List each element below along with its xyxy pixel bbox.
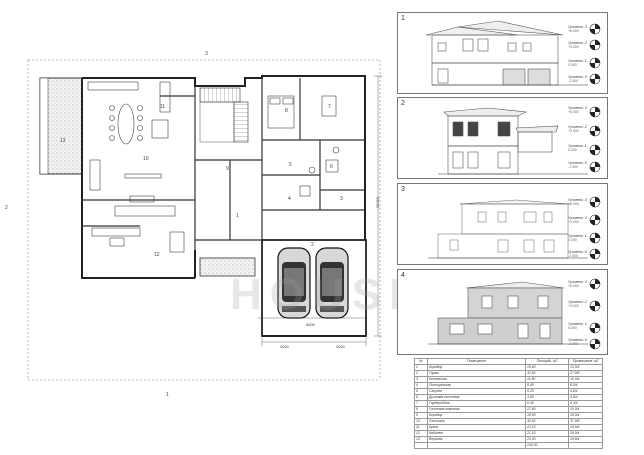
elevation-panel-2: 2 Уровень 3 +6.000 Уровень 2 +3.000 Уров… xyxy=(397,97,608,179)
level-label: Уровень 2 xyxy=(568,299,587,304)
level-value: -1.000 xyxy=(568,254,578,258)
car-right xyxy=(315,247,349,319)
level-value: -1.000 xyxy=(568,79,578,83)
elevation-panel-1: 1 Уровень 3 +6.000 Уровень 2 +3.000 Уров… xyxy=(397,12,608,94)
elevation-drawing xyxy=(428,199,588,259)
level-label: Уровень 2 xyxy=(568,40,587,45)
room-number-5: 5 xyxy=(289,162,292,168)
room-number-9: 9 xyxy=(226,166,229,172)
side-label-left: 2 xyxy=(5,205,8,211)
watermark: HOUSE xyxy=(230,270,427,319)
level-value: +3.000 xyxy=(568,45,579,49)
porch xyxy=(199,257,256,277)
floor-plan xyxy=(27,59,382,381)
living-furniture xyxy=(89,159,176,217)
office-furniture xyxy=(91,227,185,253)
level-label: Уровень 0 xyxy=(568,160,587,165)
room-number-10: 10 xyxy=(143,156,149,162)
staircase xyxy=(199,87,249,143)
level-value: 0.000 xyxy=(568,148,577,152)
level-label: Уровень 3 xyxy=(568,279,587,284)
dim-right: 15450 xyxy=(375,196,381,209)
elevation-drawing xyxy=(425,20,588,86)
level-label: Уровень 0 xyxy=(568,337,587,342)
level-value: +6.000 xyxy=(568,29,579,33)
level-label: Уровень 2 xyxy=(568,215,587,220)
elevation-number: 4 xyxy=(401,272,405,279)
elevation-drawing xyxy=(428,281,588,345)
room-number-13: 13 xyxy=(60,138,66,144)
level-value: +6.000 xyxy=(568,202,579,206)
room-number-8: 8 xyxy=(285,108,288,114)
car-left xyxy=(277,247,311,319)
level-markers xyxy=(589,106,601,173)
level-value: +3.000 xyxy=(568,129,579,133)
dim-bottom-2: 3000 xyxy=(336,344,345,349)
outer-walls xyxy=(81,75,366,279)
elevation-number: 3 xyxy=(401,186,405,193)
room-schedule-table: № Помещение Площадь, м2 Примечание, м2 1… xyxy=(414,358,603,449)
level-label: Уровень 3 xyxy=(568,105,587,110)
level-label: Уровень 3 xyxy=(568,197,587,202)
level-label: Уровень 1 xyxy=(568,233,587,238)
level-label: Уровень 2 xyxy=(568,124,587,129)
elevation-panel-4: 4 Уровень 3 +6.000 Уровень 2 +3.000 Уров… xyxy=(397,269,608,355)
room-number-6: 6 xyxy=(330,164,333,170)
level-value: -1.000 xyxy=(568,165,578,169)
level-value: 0.000 xyxy=(568,63,577,67)
kitchen-furniture xyxy=(87,81,171,145)
level-value: +3.000 xyxy=(568,304,579,308)
level-value: +3.000 xyxy=(568,220,579,224)
level-label: Уровень 1 xyxy=(568,143,587,148)
veranda xyxy=(39,77,83,175)
room-number-2: 2 xyxy=(311,242,314,248)
table-total-row: 243,00 xyxy=(414,442,603,449)
side-label-bottom: 1 xyxy=(166,392,169,398)
elevation-drawing xyxy=(438,107,588,175)
dim-garage: 6500 xyxy=(306,322,315,327)
level-label: Уровень 0 xyxy=(568,74,587,79)
level-markers xyxy=(589,196,601,260)
level-markers xyxy=(589,23,601,85)
elevation-panel-3: 3 Уровень 3 +6.000 Уровень 2 +3.000 Уров… xyxy=(397,183,608,265)
side-label-top: 3 xyxy=(205,51,208,57)
level-label: Уровень 3 xyxy=(568,24,587,29)
room-number-4: 4 xyxy=(288,196,291,202)
dim-bottom-1: 3000 xyxy=(280,344,289,349)
interior-walls xyxy=(82,78,365,250)
level-value: +6.000 xyxy=(568,284,579,288)
room-number-3: 3 xyxy=(340,196,343,202)
room-number-11: 11 xyxy=(160,104,166,110)
elevation-number: 1 xyxy=(401,15,405,22)
room-number-12: 12 xyxy=(154,252,160,258)
level-label: Уровень 0 xyxy=(568,249,587,254)
level-value: 0.000 xyxy=(568,238,577,242)
level-markers xyxy=(589,278,601,350)
level-value: +6.000 xyxy=(568,110,579,114)
room-number-7: 7 xyxy=(328,104,331,110)
room-number-1: 1 xyxy=(236,213,239,219)
elevation-number: 2 xyxy=(401,100,405,107)
level-value: -1.000 xyxy=(568,342,578,346)
table-total: 243,00 xyxy=(525,442,569,449)
guest-bed xyxy=(267,95,295,129)
level-value: 0.000 xyxy=(568,326,577,330)
level-label: Уровень 1 xyxy=(568,58,587,63)
dimension-lines xyxy=(27,59,382,381)
level-label: Уровень 1 xyxy=(568,321,587,326)
table-header: Примечание, м2 xyxy=(568,358,603,365)
bathroom-fixtures xyxy=(299,95,340,197)
